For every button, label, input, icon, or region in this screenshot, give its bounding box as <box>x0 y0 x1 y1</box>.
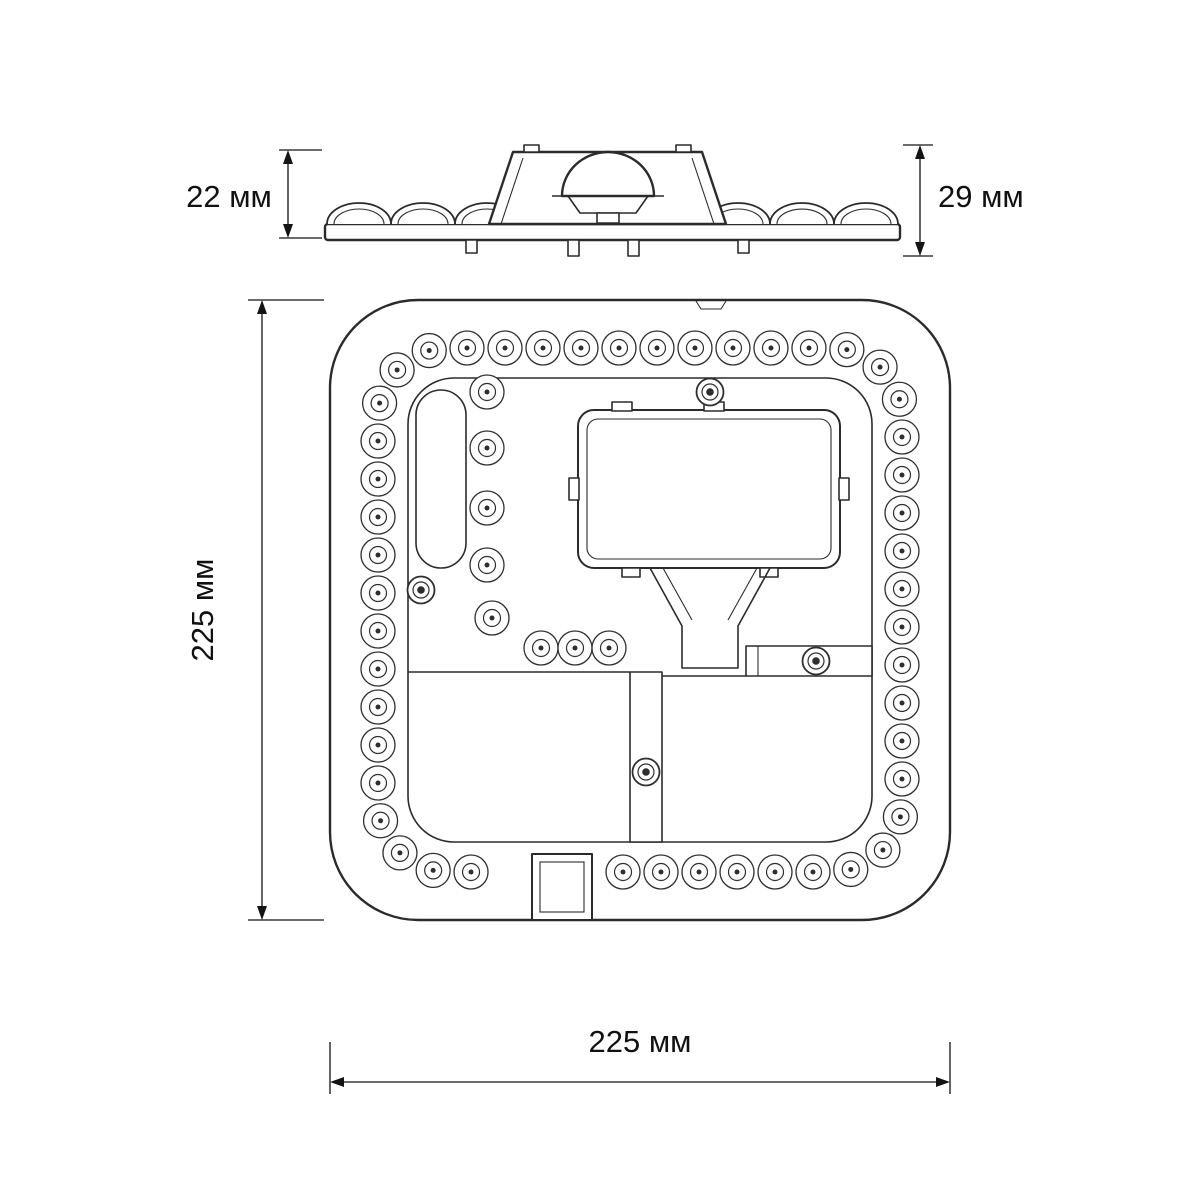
led <box>884 761 920 797</box>
screw <box>406 575 436 605</box>
screw <box>695 377 725 407</box>
led <box>681 854 717 890</box>
led <box>884 533 920 569</box>
side-height-right-label: 29 мм <box>938 179 1024 214</box>
sensor-dome <box>552 150 664 224</box>
led <box>449 330 485 366</box>
led <box>360 613 396 649</box>
led <box>865 832 901 868</box>
side-view: 22 мм 29 мм <box>186 144 1024 257</box>
plan-height-label: 225 мм <box>185 559 220 662</box>
led <box>884 457 920 493</box>
led <box>362 803 399 839</box>
led <box>884 419 920 455</box>
dimension-side-right: 29 мм <box>903 144 1024 257</box>
led <box>360 727 396 763</box>
led <box>360 689 396 725</box>
base-plate <box>323 222 902 242</box>
led <box>382 835 418 871</box>
led <box>884 647 920 683</box>
led <box>360 461 396 497</box>
housing-tab <box>523 144 540 153</box>
led <box>643 854 679 890</box>
led <box>639 330 675 366</box>
mounting-bracket <box>568 401 850 669</box>
led <box>882 799 919 835</box>
led <box>469 374 505 410</box>
led <box>677 330 713 366</box>
screw <box>801 646 831 676</box>
bracket-foot <box>621 567 641 578</box>
led <box>360 575 396 611</box>
led <box>591 630 627 666</box>
led <box>884 609 920 645</box>
led <box>605 854 641 890</box>
led <box>833 851 869 888</box>
wire-connector <box>531 853 593 921</box>
led <box>601 330 637 366</box>
led <box>360 423 396 459</box>
led <box>487 330 523 366</box>
led <box>884 685 920 721</box>
plan-width-label: 225 мм <box>589 1024 692 1059</box>
led <box>523 630 559 666</box>
led <box>360 651 396 687</box>
housing-tab <box>675 144 692 153</box>
bracket-foot <box>759 567 779 578</box>
top-notch <box>695 300 727 310</box>
led <box>360 765 396 801</box>
led <box>360 499 396 535</box>
screw-bar-center <box>629 671 663 843</box>
dimension-side-left: 22 мм <box>186 149 322 239</box>
dimension-plan-left: 225 мм <box>185 299 324 921</box>
dimension-plan-bottom: 225 мм <box>329 1024 951 1094</box>
led <box>525 330 561 366</box>
led <box>469 430 505 466</box>
led <box>753 330 789 366</box>
plan-view: 225 мм 225 мм <box>185 298 952 1094</box>
stadium-cutout <box>415 389 467 569</box>
led <box>881 381 918 417</box>
pin <box>737 239 750 254</box>
led <box>884 723 920 759</box>
led <box>862 349 898 385</box>
lens-row-right <box>705 202 899 225</box>
bracket-tab <box>611 401 633 412</box>
led <box>415 852 451 889</box>
bracket-tail <box>649 567 771 669</box>
led <box>469 490 505 526</box>
pin <box>465 239 478 254</box>
led <box>829 331 865 368</box>
led <box>361 385 398 421</box>
led <box>379 352 415 388</box>
side-height-left-label: 22 мм <box>186 179 272 214</box>
led <box>360 537 396 573</box>
led <box>474 600 510 636</box>
pin <box>567 239 580 257</box>
led <box>563 330 599 366</box>
led-layer <box>360 330 920 890</box>
bracket-clip <box>838 477 850 501</box>
led <box>791 330 827 366</box>
pin <box>627 239 640 257</box>
led <box>411 332 447 369</box>
led <box>719 854 755 890</box>
led <box>884 571 920 607</box>
led <box>715 330 751 366</box>
screw <box>631 757 661 787</box>
led <box>557 630 593 666</box>
led <box>795 854 831 890</box>
led <box>884 495 920 531</box>
led <box>757 854 793 890</box>
led <box>453 854 489 890</box>
bracket-clip <box>568 477 580 501</box>
led <box>469 547 505 583</box>
